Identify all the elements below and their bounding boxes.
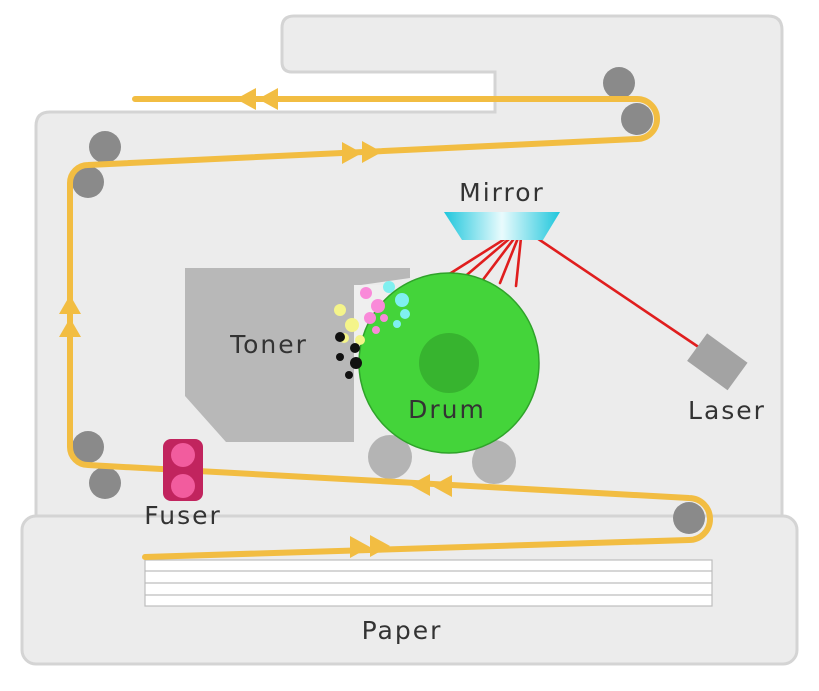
fuser-roller <box>171 474 195 498</box>
arrow-right-icon <box>350 536 370 558</box>
paper-label: Paper <box>362 616 443 645</box>
rollers <box>72 67 705 534</box>
drum-label: Drum <box>408 395 486 424</box>
arrow-up-icon <box>59 318 81 337</box>
toner-particle <box>393 320 401 328</box>
toner-particle <box>360 287 372 299</box>
arrow-right-icon <box>362 141 382 163</box>
roller <box>72 166 104 198</box>
laser-label: Laser <box>688 396 766 425</box>
fuser-roller <box>171 443 195 467</box>
arrow-left-icon <box>410 474 430 496</box>
pressure-roller <box>368 435 412 479</box>
arrow-right-icon <box>342 142 362 164</box>
laser-beam <box>520 226 702 350</box>
roller <box>72 431 104 463</box>
arrow-left-icon <box>258 88 278 110</box>
toner-particle <box>334 304 346 316</box>
toner-particle <box>371 299 385 313</box>
toner-cartridge <box>185 268 410 442</box>
drum-core <box>419 333 479 393</box>
toner-particle <box>372 326 380 334</box>
toner-particle <box>355 335 365 345</box>
arrow-up-icon <box>59 295 81 314</box>
toner-particle <box>350 343 360 353</box>
toner-particles <box>334 281 410 379</box>
toner-particle <box>383 281 395 293</box>
toner-particle <box>350 357 362 369</box>
toner-particle <box>345 371 353 379</box>
toner-particle <box>395 293 409 307</box>
toner-particle <box>335 332 345 342</box>
arrow-right-icon <box>370 535 390 557</box>
pressure-roller <box>472 440 516 484</box>
roller <box>89 131 121 163</box>
toner-particle <box>364 312 376 324</box>
arrow-left-icon <box>432 475 452 497</box>
fuser-label: Fuser <box>144 501 222 530</box>
roller <box>673 502 705 534</box>
toner-particle <box>345 318 359 332</box>
roller <box>603 67 635 99</box>
roller <box>621 103 653 135</box>
roller <box>89 467 121 499</box>
laser-unit <box>687 333 748 391</box>
paper-path <box>67 96 713 560</box>
paper-stack <box>144 559 713 607</box>
toner-label: Toner <box>229 330 308 359</box>
direction-arrows <box>59 88 452 558</box>
toner-particle <box>380 314 388 322</box>
mirror-label: Mirror <box>459 178 545 207</box>
toner-particle <box>400 309 410 319</box>
arrow-left-icon <box>236 88 256 110</box>
toner-particle <box>336 353 344 361</box>
mirror <box>444 212 560 240</box>
